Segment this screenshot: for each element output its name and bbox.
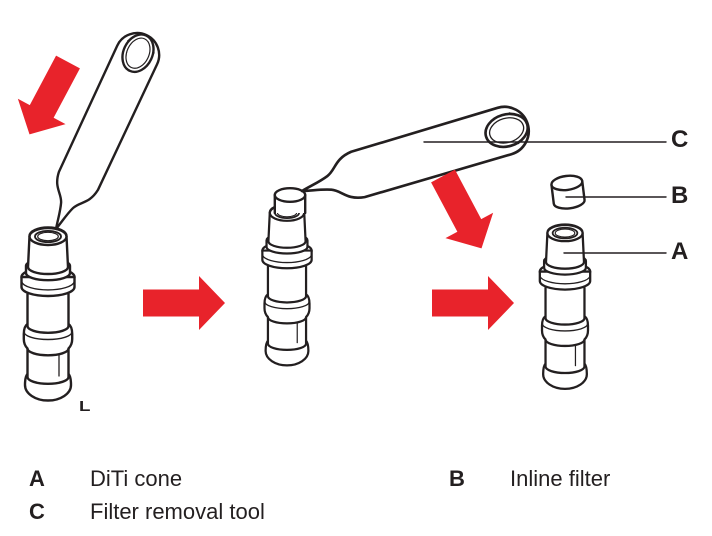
legend-row-filter-removal-tool: C Filter removal tool [29,499,265,525]
red-arrow-right-icon-1 [143,276,225,330]
red-arrow-right-icon-2 [432,276,514,330]
callout-label-b: B [671,182,689,209]
diti-cone-step2 [261,203,313,367]
removal-tool-step2 [293,99,536,216]
legend-label-inline-filter: Inline filter [510,466,611,491]
callout-label-c: C [671,126,689,153]
legend-key-b: B [449,466,465,491]
legend-label-filter-removal-tool: Filter removal tool [90,499,265,524]
legend-label-diti-cone: DiTi cone [90,466,183,491]
legend-key-a: A [29,466,45,491]
step2-group [261,99,536,367]
callout-label-a: A [671,238,689,265]
diti-cone-step3 [538,223,592,391]
inline-filter-step3 [549,172,587,212]
inline-filter-step2 [273,186,307,215]
line-art-group [5,24,667,402]
step3-group [423,141,667,391]
legend-row-diti-cone: A DiTi cone [29,466,182,492]
part-mark-l: L [79,398,91,415]
diti-cone-step1 [20,226,76,402]
legend-row-inline-filter: B Inline filter [449,466,610,492]
legend-key-c: C [29,499,45,524]
